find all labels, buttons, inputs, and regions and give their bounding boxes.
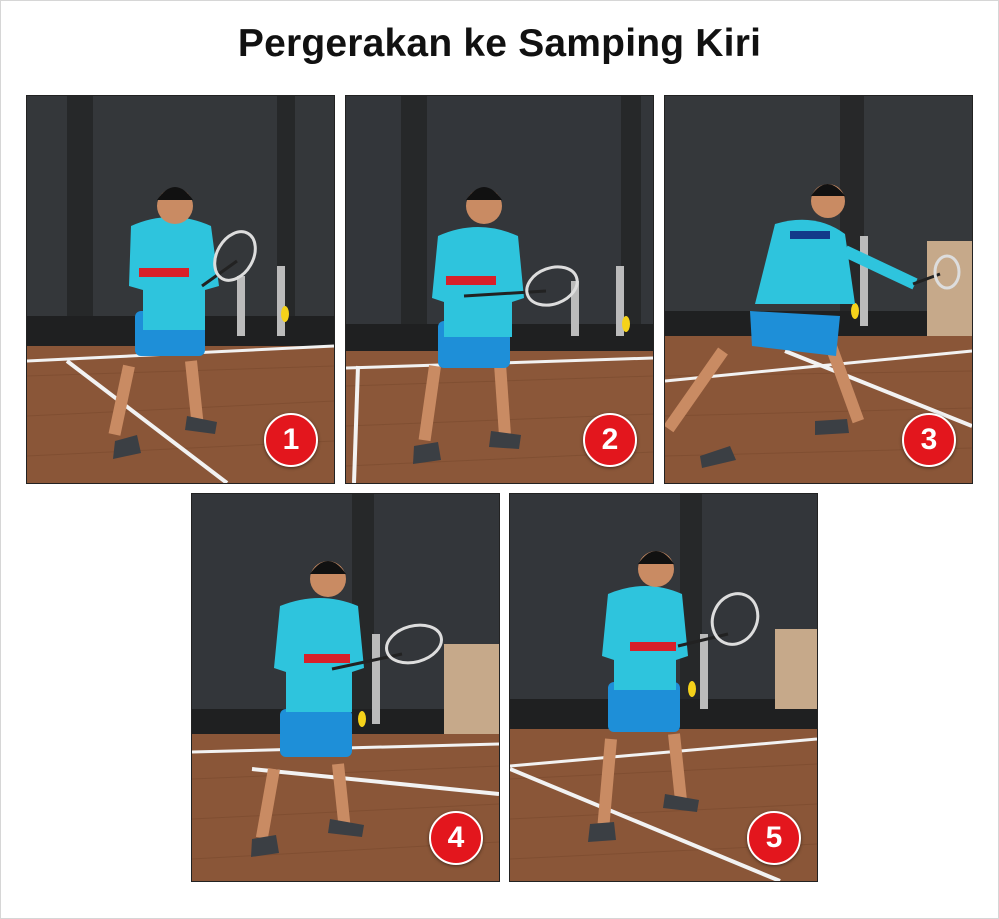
step-number-badge: 2 [583, 413, 637, 467]
player-lunge-illustration [665, 96, 972, 483]
step-number-badge: 3 [902, 413, 956, 467]
figure-title: Pergerakan ke Samping Kiri [237, 22, 762, 65]
player-ready-illustration [192, 494, 499, 881]
step-number-badge: 4 [429, 811, 483, 865]
step-photo-3: 3 [664, 95, 973, 484]
step-photo-2: 2 [345, 95, 654, 484]
player-ready-illustration [346, 96, 653, 483]
step-number-badge: 5 [747, 811, 801, 865]
step-photo-4: 4 [191, 493, 500, 882]
player-ready-illustration [27, 96, 334, 483]
step-number-badge: 1 [264, 413, 318, 467]
step-photo-1: 1 [26, 95, 335, 484]
step-photo-5: 5 [509, 493, 818, 882]
player-ready-illustration [510, 494, 817, 881]
